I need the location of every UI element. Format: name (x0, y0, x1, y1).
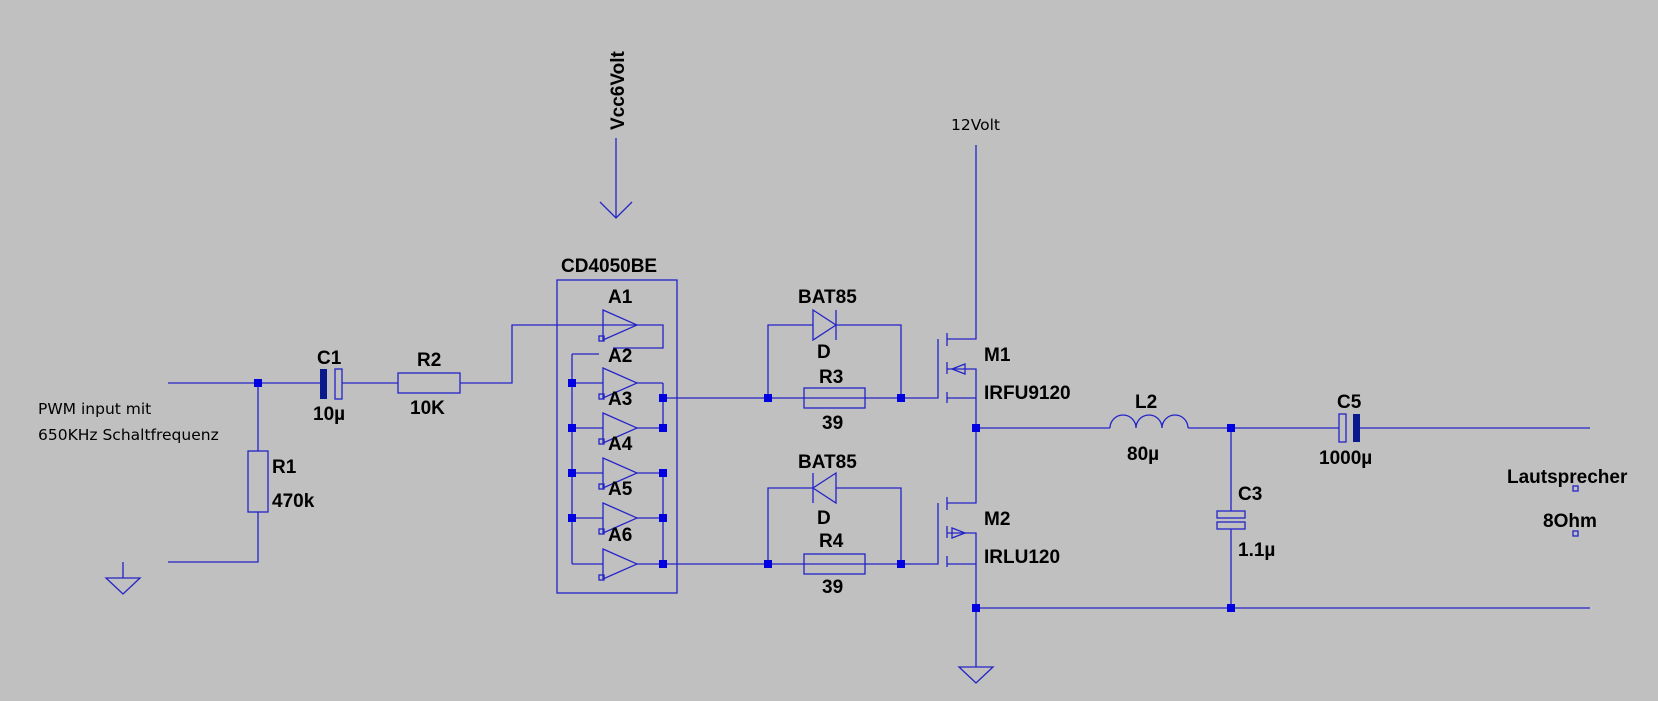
c5-capacitor: C5 1000µ (1319, 392, 1590, 469)
m2-mosfet: M2 IRLU120 (901, 428, 1060, 667)
buffer-a5-label: A5 (608, 479, 633, 500)
r2-value: 10K (410, 398, 445, 419)
c1-capacitor: C1 10µ (313, 348, 398, 425)
c1-ref: C1 (317, 348, 342, 369)
d-bottom-value: BAT85 (798, 452, 857, 473)
c3-capacitor: C3 1.1µ (1216, 484, 1275, 608)
l2-ref: L2 (1135, 392, 1157, 413)
c5-value: 1000µ (1319, 448, 1372, 469)
input-note-line2: 650KHz Schaltfrequenz (38, 426, 219, 444)
buffer-a6: A6 (598, 525, 639, 581)
r2-resistor: R2 10K (397, 324, 664, 419)
r2-ref: R2 (417, 350, 441, 371)
ic-name: CD4050BE (561, 256, 657, 277)
input-note-line1: PWM input mit (38, 400, 151, 418)
r1-ref: R1 (272, 457, 297, 478)
c3-ref: C3 (1238, 484, 1262, 505)
input-ground-symbol (104, 562, 142, 595)
l2-inductor: L2 80µ (1109, 392, 1189, 465)
vcc-arrow: Vcc6Volt (599, 50, 633, 219)
buffer-a2-label: A2 (608, 346, 632, 367)
gate-drive-bottom: BAT85 D R4 39 (663, 452, 902, 598)
d-top-value: BAT85 (798, 287, 857, 308)
r4-ref: R4 (819, 531, 844, 552)
buffer-a1: A1 (598, 287, 639, 342)
m1-value: IRFU9120 (984, 383, 1071, 404)
c3-value: 1.1µ (1238, 540, 1275, 561)
r1-value: 470k (272, 491, 315, 512)
d-bottom-ref: D (817, 508, 831, 529)
buffer-a4-label: A4 (608, 434, 633, 455)
supply-label: 12Volt (951, 116, 1000, 134)
m1-ref: M1 (984, 345, 1011, 366)
input-return-wire (168, 512, 259, 563)
buffer-a1-label: A1 (608, 287, 633, 308)
load-value: 8Ohm (1543, 511, 1597, 532)
output-ground-symbol (957, 666, 995, 684)
input-section: PWM input mit 650KHz Schaltfrequenz (38, 382, 320, 595)
m2-value: IRLU120 (984, 547, 1060, 568)
d-bottom-diode: BAT85 D (798, 452, 857, 529)
m2-ref: M2 (984, 509, 1010, 530)
buffer-a6-label: A6 (608, 525, 632, 546)
output-filter: L2 80µ C3 1.1µ C5 1000µ (976, 392, 1590, 609)
c5-ref: C5 (1337, 392, 1362, 413)
ic-cd4050be: CD4050BE A1 A2 A3 A4 (556, 256, 678, 594)
r3-resistor: R3 39 (803, 367, 866, 434)
r3-ref: R3 (819, 367, 843, 388)
load-label: Lautsprecher (1507, 467, 1628, 488)
r4-value: 39 (822, 577, 843, 598)
m1-mosfet: 12Volt M1 IRFU9120 (901, 116, 1071, 428)
c1-value: 10µ (313, 404, 345, 425)
gate-drive-top: BAT85 D R3 39 (663, 287, 902, 434)
r1-resistor: R1 470k (247, 450, 315, 513)
r3-value: 39 (822, 413, 843, 434)
d-top-ref: D (817, 342, 831, 363)
d-top-diode: BAT85 D (798, 287, 857, 363)
buffer-a3-label: A3 (608, 389, 632, 410)
load-annotation: Lautsprecher 8Ohm (1507, 467, 1628, 537)
r4-resistor: R4 39 (803, 531, 866, 598)
vcc-label: Vcc6Volt (608, 50, 629, 130)
junction-dots (254, 379, 1235, 612)
l2-value: 80µ (1127, 444, 1159, 465)
